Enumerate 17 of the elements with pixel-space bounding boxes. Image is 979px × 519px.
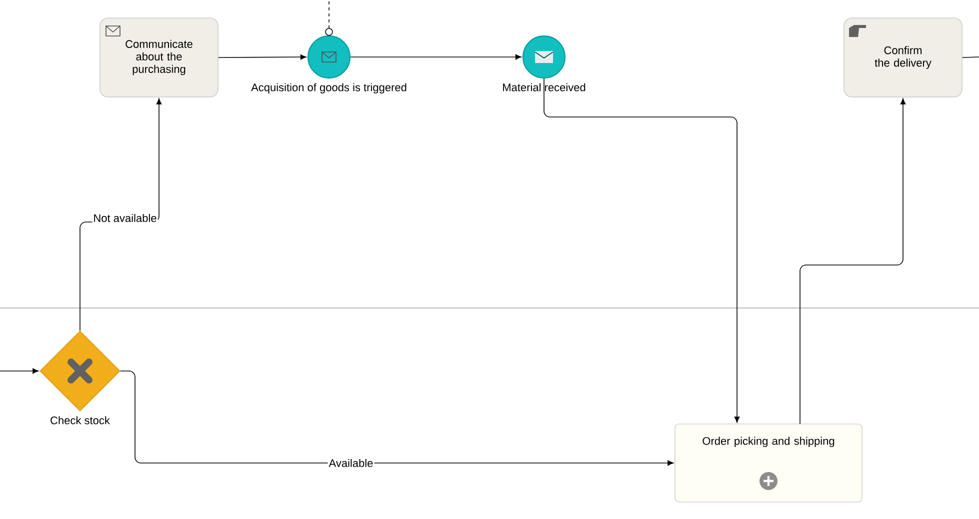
arrow [120, 370, 674, 466]
event-circle [307, 35, 351, 79]
arrow [325, 0, 333, 36]
arrow [350, 54, 522, 60]
event-label: Material received [503, 83, 586, 92]
task-box: Confirm the delivery [844, 18, 962, 98]
subprocess-box: Order picking and shipping [674, 424, 862, 502]
arrow [218, 54, 306, 60]
arrow [544, 78, 740, 423]
event-label: Acquisition of goods is triggered [251, 83, 406, 94]
event-label: Check stock [50, 416, 110, 424]
gateway-diamond [40, 330, 120, 412]
edge-label: Available [328, 458, 373, 468]
arrow [800, 98, 906, 424]
arrow [0, 368, 39, 374]
task-box: Communicate about the purchasing [100, 18, 218, 98]
edge-label: Not available [94, 214, 156, 222]
